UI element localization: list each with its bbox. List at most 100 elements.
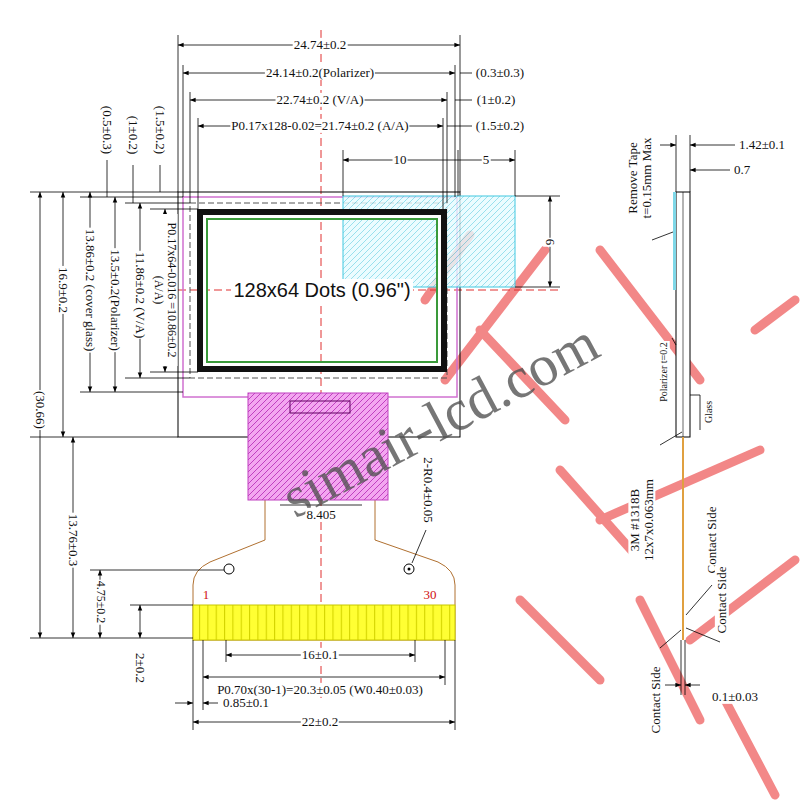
fpc-length: 13.76±0.3 [66, 513, 80, 568]
dimension-lines [125, 378, 190, 379]
active-width: P0.17x128-0.02=21.74±0.2 (A/A) [230, 119, 409, 133]
side-view [690, 170, 730, 171]
hole-dim: 4.75±0.2 [93, 580, 106, 625]
dimension-lines [455, 65, 456, 197]
fpc-thickness: 0.1±0.03 [711, 690, 759, 704]
offset-dim: (1±0.2) [126, 115, 140, 156]
dimension-lines [415, 640, 416, 662]
dimension-lines [190, 92, 191, 203]
cover-glass-height: 13.86±0.2 (cover glass) [83, 228, 97, 353]
dimension-lines [160, 165, 161, 192]
fpc-outline [404, 564, 414, 574]
watermark-strokes [755, 300, 795, 330]
fpc-outline [224, 564, 234, 574]
watermark-strokes [520, 600, 600, 680]
dimension-lines [343, 150, 344, 196]
dimension-lines [140, 605, 141, 638]
side-view [652, 135, 735, 695]
corner-radius: 2-R0.4±0.05 [421, 456, 435, 524]
side-view [660, 630, 681, 648]
pad-length: 2±0.2 [133, 652, 147, 684]
pin-number: 1 [202, 588, 211, 602]
tape-spec: 3M #1318B 12x7x0.063mm [628, 469, 655, 571]
dimension-lines [133, 165, 134, 203]
thickness-dim: 0.7 [733, 163, 751, 177]
dimension-lines [412, 530, 426, 563]
tape-note: Remove Tape t=0.15mm Max [626, 122, 653, 234]
viewing-width: 22.74±0.2 (V/A) [276, 93, 365, 107]
dimension-lines [515, 287, 560, 288]
dimension-lines [80, 392, 183, 393]
side-view [683, 192, 684, 437]
watermark-strokes [600, 450, 760, 520]
side-view [676, 135, 677, 192]
side-view [660, 432, 682, 445]
dimension-lines [150, 372, 198, 373]
dimension-lines [178, 35, 179, 192]
side-view [682, 437, 684, 640]
side-view [690, 145, 735, 146]
thickness-dim: 1.42±0.1 [738, 138, 786, 152]
side-view [690, 135, 691, 192]
contact-note: Contact Side [705, 506, 719, 575]
side-view [686, 585, 712, 615]
fpc-outline [408, 568, 411, 571]
total-height: (30.66) [33, 390, 47, 430]
watermark-strokes [725, 700, 775, 795]
layer-note: Polarizer t=0.2 [659, 341, 670, 403]
dimension-lines [455, 100, 472, 101]
dimension-lines [150, 209, 198, 210]
dimension-lines [447, 126, 472, 127]
fpc-outline [290, 401, 350, 413]
offset-dim: (0.3±0.3) [475, 66, 525, 80]
dimension-lines [90, 570, 224, 571]
dimension-lines [226, 640, 227, 662]
dimension-lines [447, 92, 448, 203]
fpc-outline [193, 605, 455, 640]
pin-number: 30 [423, 588, 438, 602]
fpc-dim: 16±0.1 [301, 648, 339, 662]
side-view [676, 192, 690, 437]
overall-width: 24.74±0.2 [293, 38, 348, 52]
active-area: 128x64 Dots (0.96") [197, 209, 447, 372]
layer-note: Glass [703, 400, 714, 424]
ic-width: 10 [393, 153, 408, 167]
side-view [665, 685, 681, 686]
contact-note: Contact Side [715, 566, 729, 635]
side-view [652, 135, 735, 695]
dimension-lines [515, 150, 516, 196]
dimension-lines [125, 203, 190, 204]
dimension-lines [130, 605, 193, 606]
side-view [690, 395, 700, 430]
dimension-lines [30, 638, 193, 639]
offset-dim: (1.5±0.2) [153, 105, 167, 155]
dimension-lines [203, 640, 204, 710]
glass-height: 16.9±0.2 [56, 266, 70, 314]
dimension-lines [183, 65, 184, 197]
fpc-total-width: 22±0.2 [301, 715, 339, 729]
dimension-lines [203, 703, 218, 704]
dimension-lines [30, 192, 178, 193]
side-view [672, 338, 676, 345]
contact-note: Contact Side [649, 666, 663, 735]
side-view [685, 685, 700, 686]
dimension-lines [515, 196, 560, 197]
dimension-lines [455, 640, 456, 730]
dimension-lines [80, 197, 183, 198]
pad-offset: 0.85±0.1 [222, 696, 270, 710]
dimension-lines [445, 640, 446, 685]
offset-dim: (0.5±0.3) [100, 105, 114, 155]
dimension-lines [107, 160, 108, 197]
side-view [673, 192, 676, 290]
side-view [660, 145, 676, 146]
viewing-height: 11.86±0.2 (V/A) [133, 251, 147, 339]
side-view [681, 640, 682, 695]
active-height: P0.17x64-0.016 =10.86±0.2 (A/A) [152, 214, 177, 366]
dimension-lines [198, 118, 199, 209]
polarizer-width: 24.14±0.2(Polarizer) [265, 66, 375, 80]
dimension-lines [460, 35, 461, 192]
ic-offset: 5 [482, 153, 491, 167]
ic-height: 6 [543, 238, 557, 247]
dimension-lines [203, 677, 445, 678]
